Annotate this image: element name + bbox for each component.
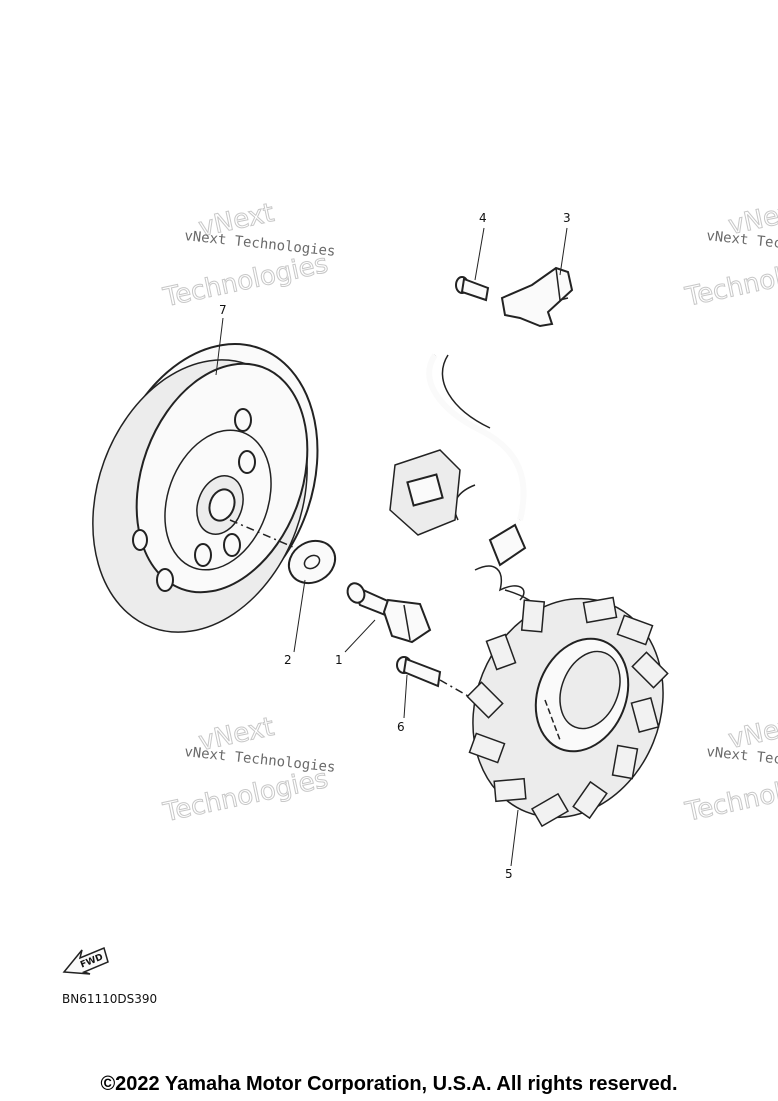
watermark-top-left: vNext Technologies vNext Technologies	[160, 198, 337, 314]
svg-text:vNext Technologies: vNext Technologies	[184, 744, 337, 776]
callout-3: 3	[563, 211, 571, 225]
callout-6: 6	[397, 720, 405, 734]
clamp-part-3	[500, 266, 574, 328]
washer-part-2	[287, 539, 337, 585]
svg-text:Technologies: Technologies	[160, 764, 331, 828]
watermark-bottom-left: vNext Technologies vNext Technologies	[160, 712, 337, 829]
svg-text:vNext Technologies: vNext Technologies	[184, 228, 337, 260]
callout-5: 5	[505, 867, 513, 881]
svg-text:vNext Technologies: vNext Technologies	[706, 744, 778, 776]
screw-part-4	[455, 276, 490, 302]
callout-1: 1	[335, 653, 343, 667]
callout-4: 4	[479, 211, 487, 225]
watermark-bottom-right: vNext Technologies vNext Technologies	[682, 709, 778, 828]
copyright-notice: ©2022 Yamaha Motor Corporation, U.S.A. A…	[100, 1073, 678, 1095]
callout-7: 7	[219, 303, 227, 317]
bolt-part-1	[346, 582, 432, 644]
svg-text:Technologies: Technologies	[682, 764, 778, 828]
stator-part-5	[466, 596, 669, 828]
callout-2: 2	[284, 653, 292, 667]
rotor-part-7	[92, 343, 319, 633]
screw-part-6	[396, 656, 476, 701]
svg-text:Technologies: Technologies	[160, 249, 331, 313]
leader-lines	[215, 227, 568, 867]
fwd-arrow-icon: FWD	[62, 946, 109, 975]
watermark-top-right: vNext Technologies vNext Technologies	[682, 195, 778, 313]
wire-harness	[389, 353, 562, 701]
diagram-code: BN61110DS390	[62, 992, 158, 1006]
svg-text:Technologies: Technologies	[682, 249, 778, 313]
